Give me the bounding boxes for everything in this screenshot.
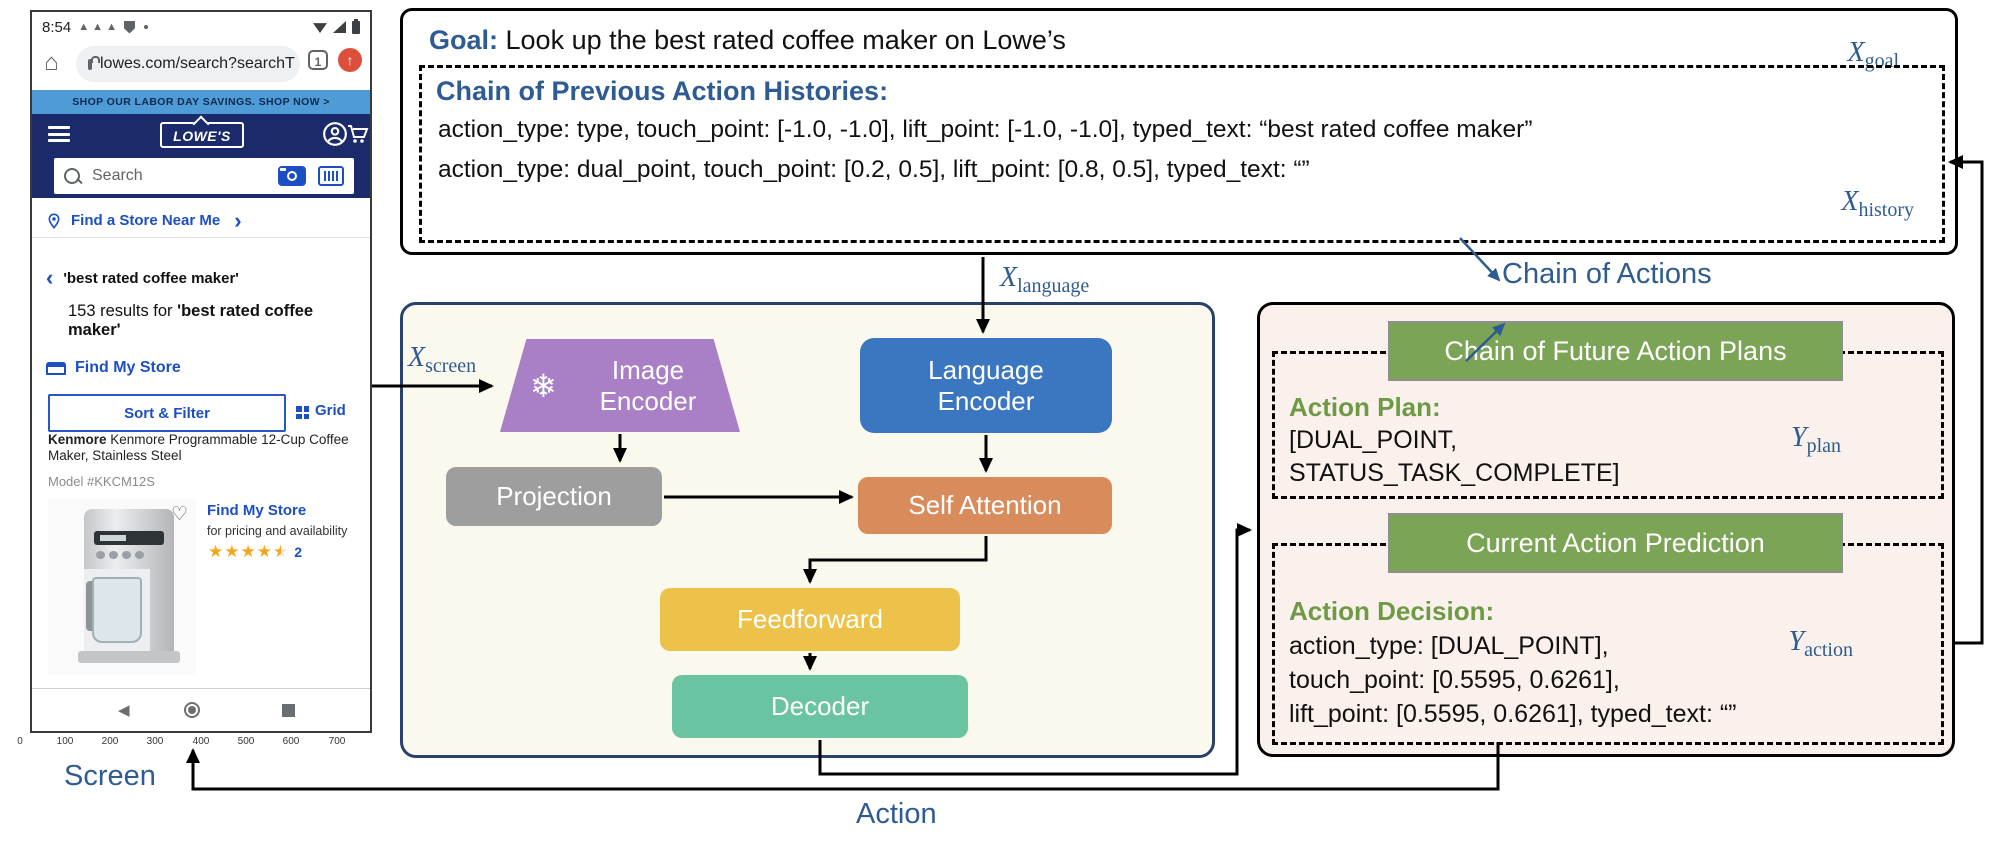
promo-banner-text: SHOP OUR LABOR DAY SAVINGS. SHOP NOW > — [72, 96, 330, 108]
cart-icon[interactable] — [345, 122, 369, 146]
x-history-label: Xhistory — [1841, 186, 1914, 221]
history-title: Chain of Previous Action Histories: — [436, 76, 889, 106]
product-find-my-store-link[interactable]: Find My Store — [207, 502, 307, 519]
results-query: 'best rated coffee maker' — [68, 302, 314, 339]
wifi-icon — [313, 23, 327, 33]
product-availability-note: for pricing and availability — [207, 524, 348, 538]
x-language-label: Xlanguage — [1000, 262, 1090, 297]
nav-back-icon[interactable]: ◀ — [118, 702, 130, 719]
chain-of-actions-label: Chain of Actions — [1502, 258, 1712, 290]
star-half-icon: ★ — [272, 542, 290, 561]
nav-home-icon[interactable] — [184, 702, 200, 718]
browser-update-icon[interactable]: ↑ — [338, 48, 362, 72]
image-encoder-block: ❄ Image Encoder — [500, 339, 740, 432]
stars-full: ★★★★ — [208, 542, 273, 561]
rating-count: 2 — [294, 544, 303, 560]
signal-icon — [333, 21, 346, 33]
lowes-header: LOWE'S Search — [32, 114, 370, 198]
goal-line: Goal: Look up the best rated coffee make… — [429, 25, 1066, 56]
action-plan-line-2: STATUS_TASK_COMPLETE] — [1289, 459, 1620, 487]
history-box: Chain of Previous Action Histories: acti… — [419, 65, 1945, 243]
lowes-logo[interactable]: LOWE'S — [160, 122, 244, 148]
chevron-left-icon: ‹ — [46, 265, 54, 290]
location-pin-icon — [48, 213, 60, 229]
store-awning-icon — [46, 361, 66, 375]
url-bar[interactable]: lowes.com/search?searchT — [76, 46, 300, 82]
search-input[interactable]: Search — [54, 158, 354, 194]
url-text: lowes.com/search?searchT — [100, 55, 295, 72]
language-encoder-label: Language Encoder — [928, 354, 1044, 416]
heart-icon[interactable]: ♡ — [170, 504, 188, 525]
find-store-near-me-label: Find a Store Near Me — [71, 212, 221, 229]
feedforward-block: Feedforward — [660, 588, 960, 651]
menu-icon[interactable] — [48, 126, 70, 142]
warning-icons: ▲ ▲ ▲ — [78, 21, 117, 33]
query-label: 'best rated coffee maker' — [63, 269, 239, 287]
goal-label: Goal: — [429, 25, 499, 55]
camera-search-icon[interactable] — [278, 166, 306, 186]
search-icon — [64, 168, 80, 184]
history-line-1: action_type: type, touch_point: [-1.0, -… — [438, 116, 1533, 143]
action-label: Action — [856, 798, 937, 830]
product-brand: Kenmore — [48, 432, 107, 447]
self-attention-block: Self Attention — [858, 477, 1112, 534]
android-nav-bar: ◀ — [32, 689, 370, 731]
frozen-snowflake-icon: ❄ — [530, 367, 557, 404]
action-plan-title: Action Plan: — [1289, 392, 1441, 422]
status-dot-icon — [143, 25, 148, 29]
screen-label: Screen — [64, 760, 156, 792]
y-plan-label: Yplan — [1790, 422, 1841, 457]
goal-text: Look up the best rated coffee maker on L… — [498, 25, 1066, 55]
grid-view-label[interactable]: Grid — [315, 402, 346, 419]
action-plan-line-1: [DUAL_POINT, — [1289, 426, 1458, 454]
history-line-2: action_type: dual_point, touch_point: [0… — [438, 156, 1310, 183]
sort-filter-button[interactable]: Sort & Filter — [48, 394, 286, 432]
current-action-prediction-header: Current Action Prediction — [1388, 513, 1843, 573]
grid-view-icon[interactable] — [296, 406, 309, 419]
image-encoder-label: Image Encoder — [599, 354, 697, 416]
goal-box: Goal: Look up the best rated coffee make… — [400, 8, 1958, 255]
account-icon[interactable] — [322, 121, 348, 147]
nav-recent-icon[interactable] — [282, 703, 295, 717]
find-store-near-me-link[interactable]: Find a Store Near Me › — [32, 204, 370, 238]
tab-counter[interactable]: 1 — [308, 50, 328, 70]
product-model: Model #KKCM12S — [48, 474, 155, 489]
action-decision-line-3: lift_point: [0.5595, 0.6261], typed_text… — [1289, 700, 1737, 728]
search-placeholder: Search — [92, 167, 143, 184]
product-image[interactable]: ♡ — [48, 499, 196, 675]
product-title[interactable]: Kenmore Kenmore Programmable 12-Cup Coff… — [48, 432, 349, 463]
chain-of-actions-panel: Action Plan: [DUAL_POINT, STATUS_TASK_CO… — [1257, 302, 1955, 757]
x-screen-label: Xscreen — [408, 342, 477, 377]
lock-icon — [88, 55, 100, 70]
barcode-scan-icon[interactable] — [318, 166, 344, 186]
action-decision-line-2: touch_point: [0.5595, 0.6261], — [1289, 666, 1620, 694]
language-encoder-block: Language Encoder — [860, 338, 1112, 433]
future-plans-box: Action Plan: [DUAL_POINT, STATUS_TASK_CO… — [1272, 351, 1944, 499]
chevron-right-icon: › — [234, 207, 242, 233]
product-rating[interactable]: ★★★★★2 — [208, 542, 302, 562]
y-action-label: Yaction — [1788, 626, 1853, 661]
decoder-block: Decoder — [672, 675, 968, 738]
home-icon[interactable]: ⌂ — [44, 49, 59, 76]
phone-status-bar: 8:54 ▲ ▲ ▲ — [32, 14, 370, 40]
current-prediction-box: Action Decision: action_type: [DUAL_POIN… — [1272, 543, 1944, 745]
promo-banner[interactable]: SHOP OUR LABOR DAY SAVINGS. SHOP NOW > — [32, 90, 370, 114]
projection-block: Projection — [446, 467, 662, 526]
find-my-store-label: Find My Store — [75, 359, 181, 376]
search-query-back-row[interactable]: ‹ 'best rated coffee maker' — [32, 264, 370, 292]
future-action-plans-header: Chain of Future Action Plans — [1388, 321, 1843, 381]
browser-url-row: ⌂ lowes.com/search?searchT 1 ↑ — [32, 44, 370, 86]
shield-icon — [123, 20, 135, 34]
results-count-line: 153 results for 'best rated coffee maker… — [68, 302, 314, 339]
action-decision-title: Action Decision: — [1289, 596, 1495, 626]
find-my-store-link[interactable]: Find My Store — [32, 354, 370, 382]
clock: 8:54 — [42, 18, 72, 36]
battery-icon — [352, 18, 360, 34]
phone-screenshot: 8:54 ▲ ▲ ▲ ⌂ lowes.com/search?searchT 1 … — [30, 10, 372, 733]
action-decision-line-1: action_type: [DUAL_POINT], — [1289, 632, 1609, 660]
